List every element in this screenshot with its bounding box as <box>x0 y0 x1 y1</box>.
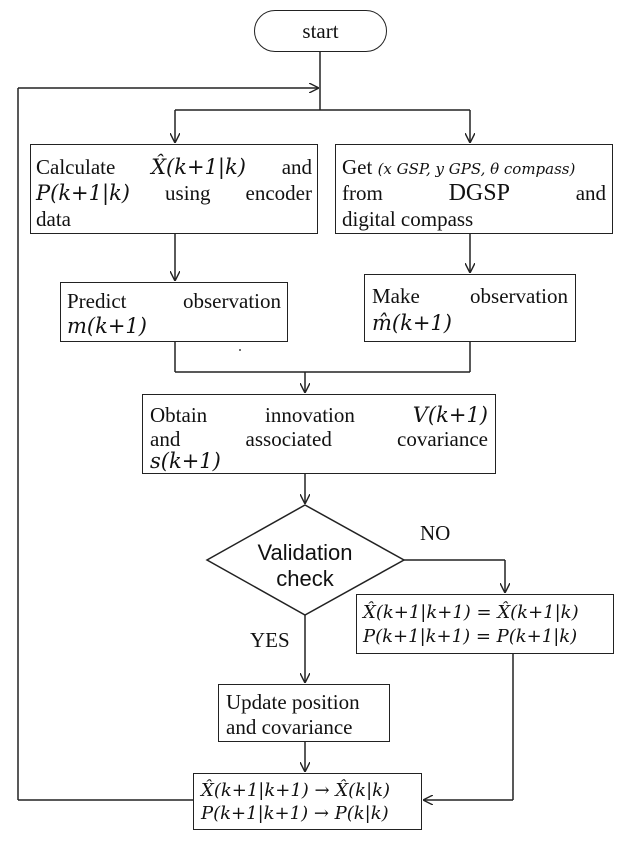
start-label: start <box>302 18 339 43</box>
predict-line1: Predict observation <box>67 289 281 313</box>
p-expression: P(k+1|k) <box>36 181 130 205</box>
make-observation-box: Make observation m̂(k+1) <box>364 274 576 342</box>
predict-observation-box: Predict observation m(k+1) <box>60 282 288 342</box>
start-terminal: start <box>254 10 387 52</box>
predict-line2: m(k+1) <box>67 314 147 338</box>
obtain-word: Obtain <box>150 403 208 427</box>
final-line2: P(k+1|k+1) → P(k|k) <box>201 803 389 824</box>
update-box: Update position and covariance <box>218 684 390 742</box>
innovation-line1: Obtain innovation V(k+1) <box>150 404 488 426</box>
decision-line1: Validation <box>257 540 353 565</box>
decision-line2: check <box>276 566 334 591</box>
innovation-word: innovation <box>265 403 355 427</box>
make-line2: m̂(k+1) <box>372 311 452 335</box>
state-copy-line2: P(k+1|k+1) = P(k+1|k) <box>363 626 578 647</box>
final-update-box: X̂(k+1|k+1) → X̂(k|k) P(k+1|k+1) → P(k|k… <box>193 773 422 830</box>
get-measurement-box: Get (x GSP, y GPS, θ compass) from DGSP … <box>335 144 613 234</box>
from-word: from <box>342 181 383 205</box>
gps-compass-tuple: (x GSP, y GPS, θ compass) <box>377 160 576 178</box>
calculate-line1: Calculate X̂(k+1|k) and <box>36 156 312 178</box>
validation-check-decision: Validation check <box>240 540 370 592</box>
and-word-2: and <box>575 181 607 205</box>
get-line1: Get (x GSP, y GPS, θ compass) <box>342 156 610 180</box>
make-line1: Make observation <box>372 284 568 308</box>
state-copy-line1: X̂(k+1|k+1) = X̂(k+1|k) <box>363 602 579 623</box>
no-label: NO <box>420 521 451 545</box>
get-line2: from DGSP and <box>342 180 607 206</box>
calculate-box: Calculate X̂(k+1|k) and P(k+1|k) using e… <box>30 144 318 234</box>
encoder-text: using encoder <box>165 181 312 205</box>
final-line1: X̂(k+1|k+1) → X̂(k|k) <box>201 780 391 801</box>
update-line1: Update position <box>226 690 360 714</box>
calculate-line3: data <box>36 207 71 231</box>
update-line2: and covariance <box>226 715 353 739</box>
get-word: Get <box>342 155 373 179</box>
dgsp-word: DGSP <box>448 180 510 206</box>
get-line3: digital compass <box>342 207 474 231</box>
v-expression: V(k+1) <box>412 403 488 427</box>
calculate-word: Calculate <box>36 155 116 179</box>
yes-label: YES <box>250 628 290 652</box>
state-copy-box: X̂(k+1|k+1) = X̂(k+1|k) P(k+1|k+1) = P(k… <box>356 594 614 654</box>
innovation-line2: and associated covariance <box>150 427 488 451</box>
innovation-line3: s(k+1) <box>150 449 221 473</box>
and-word: and <box>281 155 313 179</box>
innovation-box: Obtain innovation V(k+1) and associated … <box>142 394 496 474</box>
calculate-line2: P(k+1|k) using encoder <box>36 182 312 204</box>
x-hat-expression: X̂(k+1|k) <box>151 155 246 179</box>
